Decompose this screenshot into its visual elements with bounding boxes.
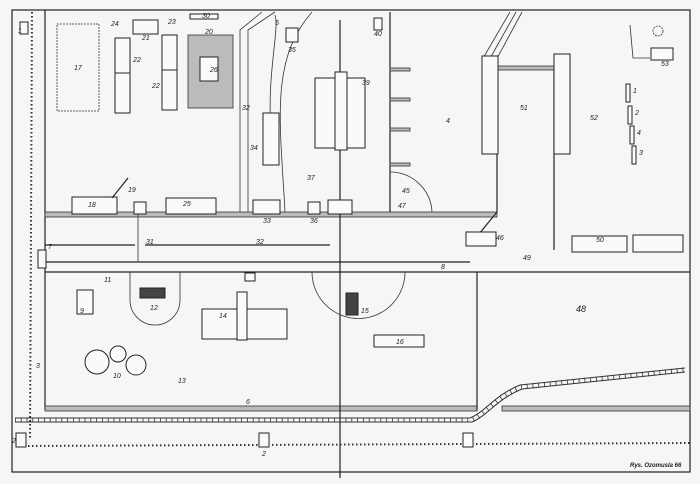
building-34 xyxy=(262,112,280,166)
label-1: 1 xyxy=(18,28,22,35)
label-40: 40 xyxy=(374,31,382,38)
label-22b: 22 xyxy=(151,83,160,90)
label-48: 48 xyxy=(576,304,586,314)
label-16: 16 xyxy=(396,339,404,346)
tower-14 xyxy=(236,291,248,341)
south-fence xyxy=(44,405,478,412)
label-24: 24 xyxy=(110,21,119,28)
label-35: 35 xyxy=(288,47,296,54)
barracks-22 xyxy=(114,34,178,114)
label-26: 26 xyxy=(209,67,218,74)
label-30: 30 xyxy=(202,13,210,20)
label-36: 36 xyxy=(310,218,318,225)
label-46: 46 xyxy=(496,235,504,242)
label-5: 5 xyxy=(275,20,279,27)
map-labels: 1 17 24 21 23 30 22 22 26 20 35 5 32 34 … xyxy=(11,13,682,469)
label-32-road: 32 xyxy=(242,105,250,112)
building-24 xyxy=(132,19,159,35)
label-pole-2: 2 xyxy=(634,110,639,117)
label-20: 20 xyxy=(204,29,213,36)
label-34: 34 xyxy=(250,145,258,152)
label-47: 47 xyxy=(398,203,407,210)
sports-field-17 xyxy=(56,23,100,112)
label-31: 31 xyxy=(146,239,154,246)
label-32: 32 xyxy=(256,239,264,246)
label-39: 39 xyxy=(362,80,370,87)
building-26 xyxy=(199,56,219,82)
label-pole-4: 3 xyxy=(639,150,643,157)
label-52: 52 xyxy=(590,115,598,122)
building-35 xyxy=(285,27,299,43)
flag-14 xyxy=(244,272,256,282)
monument-15 xyxy=(345,292,359,316)
main-road xyxy=(45,244,690,273)
tower-40 xyxy=(373,17,383,31)
label-2a: 2 xyxy=(11,438,16,445)
building-9 xyxy=(76,289,94,315)
label-23: 23 xyxy=(167,19,176,26)
label-37: 37 xyxy=(307,175,316,182)
area-12 xyxy=(129,272,181,326)
label-51: 51 xyxy=(520,105,528,112)
left-dotted-path xyxy=(29,11,33,441)
signature: Rys. Ozomusla 66 xyxy=(630,463,682,469)
barrack-west-51 xyxy=(481,55,499,155)
building-53 xyxy=(650,47,674,61)
label-45: 45 xyxy=(402,188,410,195)
tank-12 xyxy=(139,287,166,299)
poles-52 xyxy=(625,83,637,165)
label-10: 10 xyxy=(113,373,121,380)
bottom-dotted-fence xyxy=(19,442,691,447)
label-8: 8 xyxy=(441,264,445,271)
label-19: 19 xyxy=(128,187,136,194)
fence-posts-4 xyxy=(389,67,411,167)
road-32 xyxy=(239,11,276,212)
shelter-16 xyxy=(373,334,425,348)
label-53: 53 xyxy=(661,61,669,68)
marker-53 xyxy=(652,25,664,37)
label-22a: 22 xyxy=(132,57,141,64)
label-11: 11 xyxy=(104,277,111,284)
label-9: 9 xyxy=(80,308,84,315)
fence-buildings xyxy=(71,196,684,253)
label-3: 3 xyxy=(36,363,40,370)
area-45-arc xyxy=(389,171,433,213)
label-33: 33 xyxy=(263,218,271,225)
track-to-51 xyxy=(481,11,523,65)
label-pole-3: 4 xyxy=(637,130,641,137)
label-2b: 2 xyxy=(261,451,266,458)
tower-53-path xyxy=(629,24,650,59)
label-12: 12 xyxy=(150,305,158,312)
car-30 xyxy=(189,13,219,20)
label-25: 25 xyxy=(182,201,191,208)
area-15 xyxy=(311,271,406,319)
label-14: 14 xyxy=(219,313,227,320)
label-17: 17 xyxy=(74,65,83,72)
watch-towers xyxy=(15,21,474,448)
crane-19 xyxy=(111,177,129,199)
railway xyxy=(15,367,686,423)
label-7: 7 xyxy=(48,244,53,251)
label-18: 18 xyxy=(88,202,96,209)
south-east-fence xyxy=(501,405,691,412)
label-pole-1: 1 xyxy=(633,88,637,95)
label-6: 6 xyxy=(246,399,250,406)
label-13: 13 xyxy=(178,378,186,385)
label-21-top: 21 xyxy=(141,35,150,42)
cafe-10 xyxy=(84,345,147,376)
label-49: 49 xyxy=(523,255,531,262)
map-frame xyxy=(11,9,691,473)
barrack-east-51 xyxy=(553,53,571,155)
enclosure-51-top-fence xyxy=(496,65,556,71)
building-31 xyxy=(314,71,366,151)
label-15: 15 xyxy=(361,308,369,315)
label-4: 4 xyxy=(446,118,450,125)
label-50: 50 xyxy=(596,237,604,244)
